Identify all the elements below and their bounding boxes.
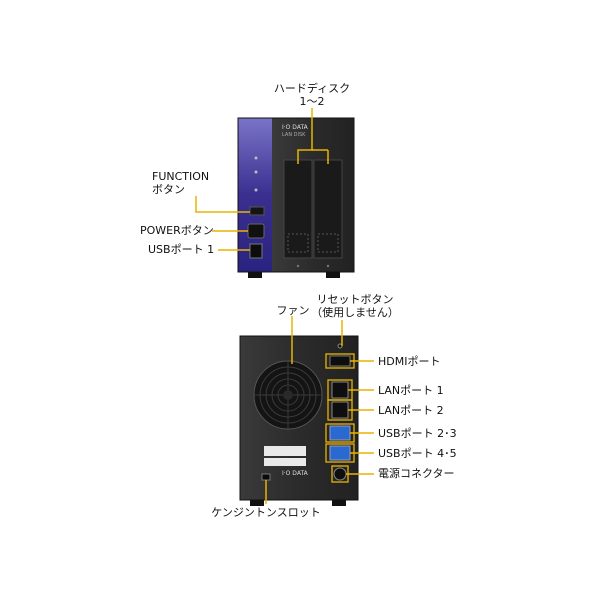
usb-port-4-5 bbox=[329, 445, 351, 461]
back-foot-left bbox=[250, 500, 264, 506]
lan-port-1 bbox=[331, 381, 349, 399]
usb-port-2-3 bbox=[329, 425, 351, 441]
front-device bbox=[237, 117, 355, 278]
lan2-label: LANポート 2 bbox=[378, 404, 444, 417]
usb45-label: USBポート 4･5 bbox=[378, 447, 457, 460]
label-plate bbox=[264, 458, 306, 466]
front-model-text: LAN DISK bbox=[282, 132, 306, 138]
kensington-label: ケンジントンスロット bbox=[211, 506, 321, 519]
front-foot-right bbox=[326, 272, 340, 278]
callout-lines bbox=[195, 108, 374, 504]
kensington-slot bbox=[261, 473, 271, 481]
front-brand-text: I·O DATA bbox=[282, 124, 308, 131]
hdd-label-line2: 1〜2 bbox=[299, 95, 325, 108]
hdmi-port bbox=[329, 355, 351, 367]
back-foot-right bbox=[332, 500, 346, 506]
usb-port-1-label: USBポート 1 bbox=[148, 243, 215, 256]
lan1-label: LANポート 1 bbox=[378, 384, 444, 397]
hdmi-label: HDMIポート bbox=[378, 355, 441, 368]
lan-port-2 bbox=[331, 401, 349, 419]
status-led bbox=[254, 170, 258, 174]
function-button bbox=[249, 206, 265, 216]
usb23-label: USBポート 2･3 bbox=[378, 427, 457, 440]
power-button-label: POWERボタン bbox=[140, 224, 214, 237]
reset-label-line2: （使用しません） bbox=[311, 306, 399, 319]
power-button bbox=[247, 223, 265, 239]
reset-label-line1: リセットボタン bbox=[316, 293, 394, 306]
fan bbox=[253, 360, 323, 430]
status-led bbox=[254, 188, 258, 192]
function-label-line2: ボタン bbox=[152, 183, 185, 196]
label-plate bbox=[264, 446, 306, 456]
back-brand-text: I·O DATA bbox=[282, 470, 308, 477]
status-led bbox=[254, 156, 258, 160]
power-connector-label: 電源コネクター bbox=[378, 467, 455, 480]
back-device bbox=[239, 335, 359, 506]
fan-label: ファン bbox=[276, 304, 310, 317]
hdd-label-line1: ハードディスク bbox=[273, 82, 351, 95]
usb-port-1 bbox=[249, 243, 263, 259]
front-foot-left bbox=[248, 272, 262, 278]
function-label-line1: FUNCTION bbox=[152, 170, 210, 183]
power-connector bbox=[333, 467, 347, 481]
